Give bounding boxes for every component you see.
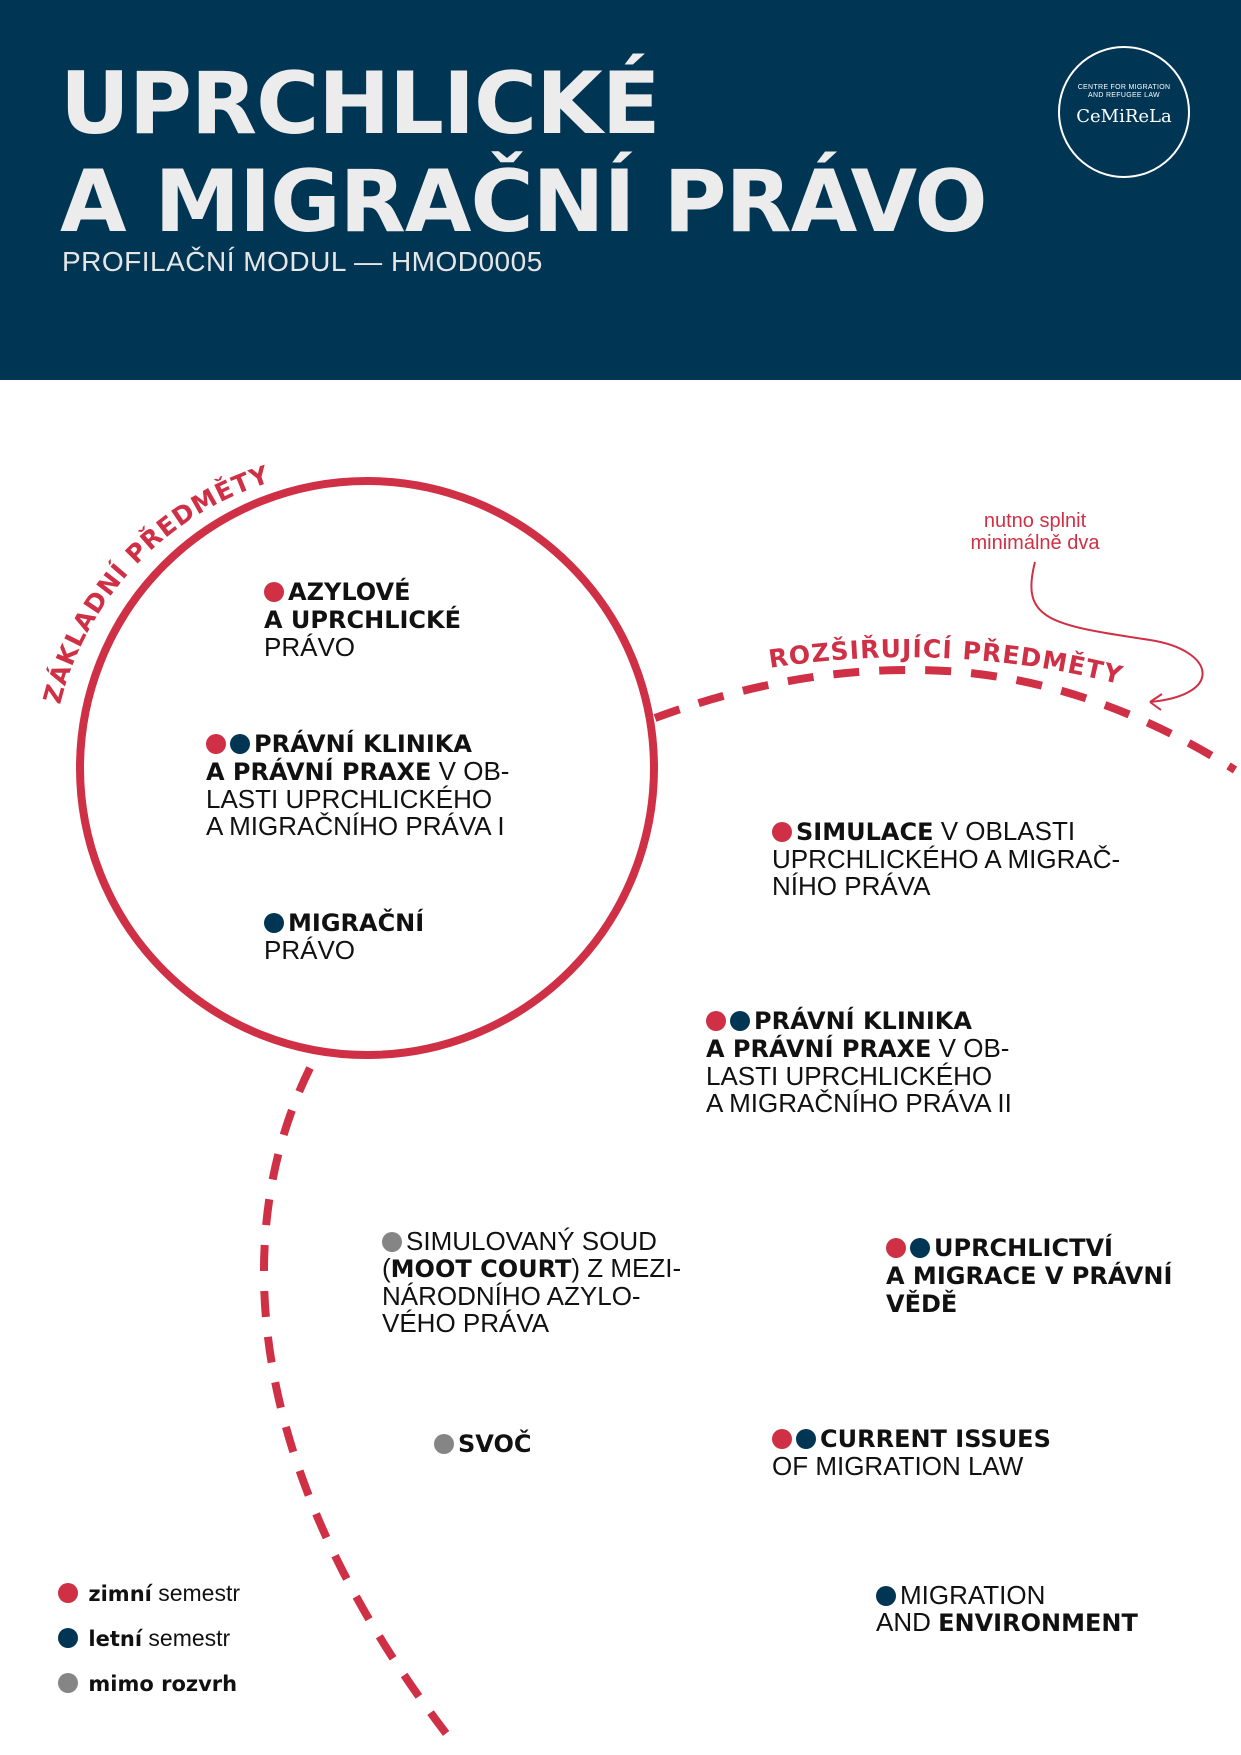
module-code: PROFILAČNÍ MODUL — HMOD0005 [62,246,543,277]
core-circle [76,477,658,1059]
off-schedule-dot [58,1673,78,1693]
course-migration-law: MIGRAČNÍ PRÁVO [264,909,425,965]
summer-dot [730,1011,750,1031]
minimum-note: nutno splnit minimálně dva [970,510,1100,554]
winter-dot [886,1238,906,1258]
legend-winter: zimní semestr [58,1580,240,1607]
summer-dot [910,1238,930,1258]
logo-name: CeMiReLa [1076,106,1172,127]
summer-dot [264,913,284,933]
winter-dot [264,582,284,602]
course-moot-court: SIMULOVANÝ SOUD (MOOT COURT) Z MEZI- NÁR… [382,1226,682,1338]
title-line-1: UPRCHLICKÉ [60,54,660,154]
legend-summer: letní semestr [58,1625,230,1652]
course-refugeehood-legal-science: UPRCHLICTVÍ A MIGRACE V PRÁVNÍ VĚDĚ [886,1234,1173,1318]
course-legal-clinic-1: PRÁVNÍ KLINIKA A PRÁVNÍ PRAXE V OB- LAST… [206,730,510,841]
course-current-issues: CURRENT ISSUES OF MIGRATION LAW [772,1425,1051,1481]
summer-dot [796,1429,816,1449]
extended-section-label: ROZŠIŘUJÍCÍ PŘEDMĚTY [767,634,1125,690]
winter-dot [206,734,226,754]
winter-dot [58,1583,78,1603]
winter-dot [772,1429,792,1449]
svg-text:ZÁKLADNÍ PŘEDMĚTY: ZÁKLADNÍ PŘEDMĚTY [38,460,273,707]
title-line-2: A MIGRAČNÍ PRÁVO [60,152,988,252]
legend-off-schedule: mimo rozvrh [58,1670,237,1697]
off-schedule-dot [434,1434,454,1454]
course-asylum-refugee-law: AZYLOVÉ A UPRCHLICKÉ PRÁVO [264,578,462,662]
extended-dashed-arc [653,665,1238,774]
logo-tagline: CENTRE FOR MIGRATION AND REFUGEE LAW [1077,84,1171,99]
core-section-label: ZÁKLADNÍ PŘEDMĚTY [38,460,272,707]
svg-text:ROZŠIŘUJÍCÍ PŘEDMĚTY: ROZŠIŘUJÍCÍ PŘEDMĚTY [767,634,1126,690]
winter-dot [706,1011,726,1031]
winter-dot [772,822,792,842]
page-title: UPRCHLICKÉ A MIGRAČNÍ PRÁVO [60,54,988,252]
course-simulation: SIMULACE V OBLASTI UPRCHLICKÉHO A MIGRAČ… [772,816,1121,901]
course-legal-clinic-2: PRÁVNÍ KLINIKA A PRÁVNÍ PRAXE V OB- LAST… [706,1007,1012,1118]
summer-dot [230,734,250,754]
header-banner: UPRCHLICKÉ A MIGRAČNÍ PRÁVO PROFILAČNÍ M… [0,0,1241,380]
note-arrowhead [1149,693,1163,711]
summer-dot [58,1628,78,1648]
course-migration-environment: MIGRATION AND ENVIRONMENT [876,1580,1138,1637]
note-arrow [1030,561,1204,703]
course-svoc: SVOČ [434,1430,531,1458]
off-schedule-dot [382,1232,402,1252]
cemirela-logo: CENTRE FOR MIGRATION AND REFUGEE LAW CeM… [1058,46,1190,178]
connector-dashed-arc [259,1066,459,1748]
summer-dot [876,1586,896,1606]
